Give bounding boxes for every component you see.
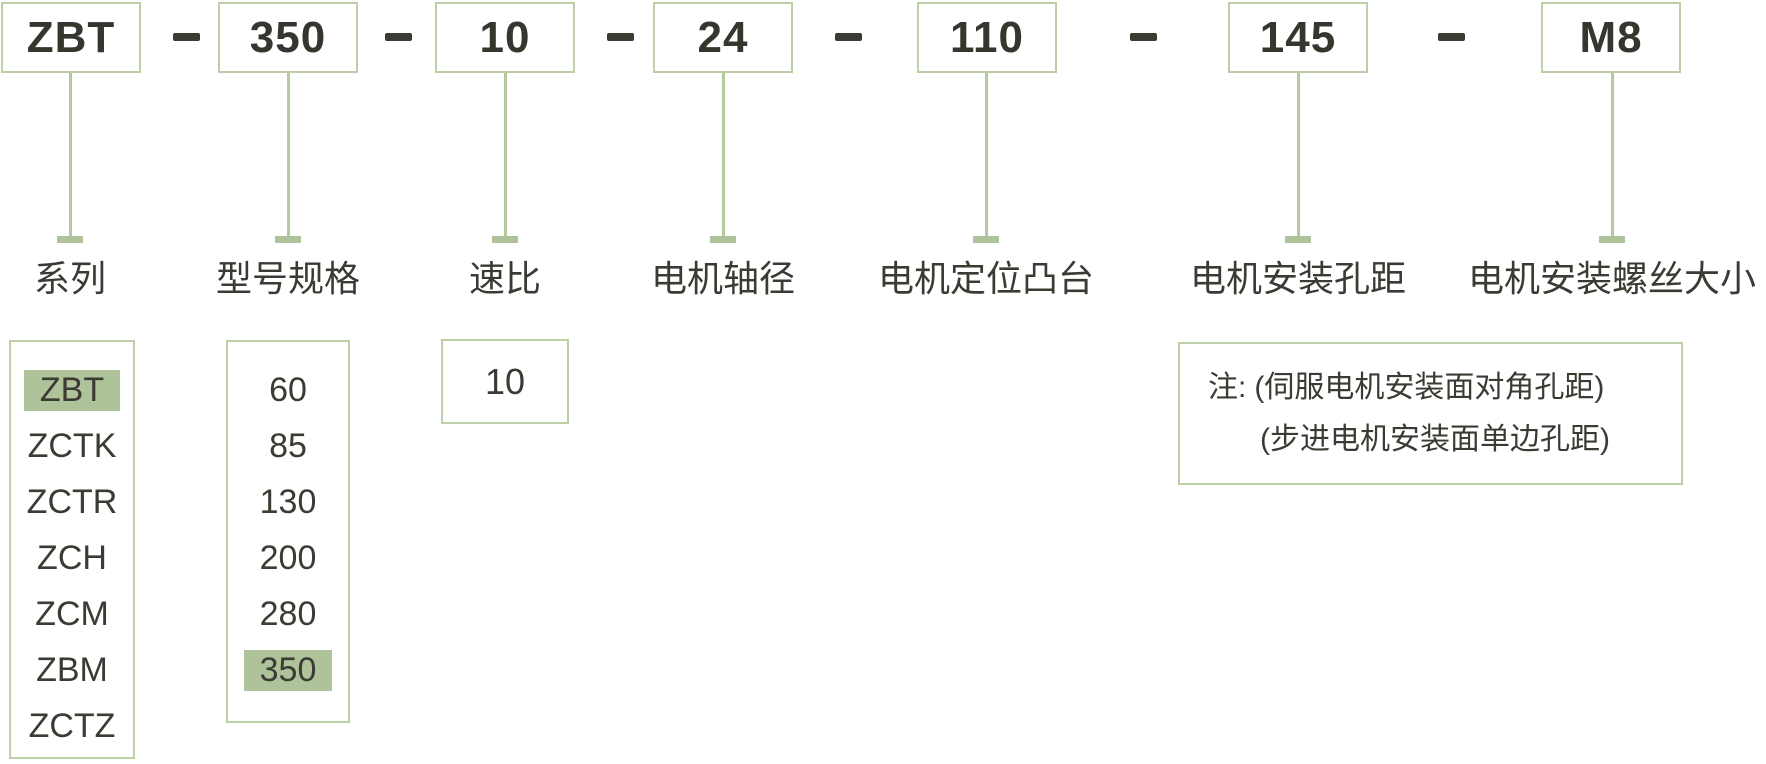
- label-ratio: 速比: [468, 258, 542, 299]
- series-option-zctz: ZCTZ: [28, 706, 116, 745]
- connector-tick: [1285, 236, 1311, 243]
- spec-option-280: 280: [259, 594, 317, 633]
- spec-option-350: 350: [244, 642, 332, 698]
- connector-line: [503, 73, 507, 237]
- series-option-zbt: ZBT: [24, 362, 120, 418]
- note-text-servo: (伺服电机安装面对角孔距): [1254, 370, 1605, 404]
- series-option-zch: ZCH: [37, 538, 107, 577]
- dash-separator: [1438, 33, 1465, 41]
- series-option-zctk: ZCTK: [27, 426, 117, 465]
- note-panel: 注: (伺服电机安装面对角孔距) (步进电机安装面单边孔距): [1178, 342, 1683, 485]
- connector-line: [984, 73, 988, 237]
- code-segment-model-spec: 350: [218, 2, 358, 73]
- ratio-option-10: 10: [484, 360, 526, 402]
- code-segment-ratio: 10: [435, 2, 575, 73]
- connector-tick: [275, 236, 301, 243]
- code-segment-pilot-boss: 110: [917, 2, 1057, 73]
- connector-tick: [710, 236, 736, 243]
- connector-line: [721, 73, 725, 237]
- code-segment-series: ZBT: [1, 2, 141, 73]
- dash-separator: [385, 33, 412, 41]
- label-screw-size: 电机安装螺丝大小: [1467, 258, 1757, 299]
- connector-line: [68, 73, 72, 237]
- label-pilot-boss: 电机定位凸台: [877, 258, 1095, 299]
- code-segment-screw-size: M8: [1541, 2, 1681, 73]
- label-model-spec: 型号规格: [215, 258, 361, 299]
- series-options-panel: ZBT ZCTK ZCTR ZCH ZCM ZBM ZCTZ: [9, 340, 135, 759]
- dash-separator: [1130, 33, 1157, 41]
- label-series: 系列: [33, 258, 107, 299]
- code-segment-hole-dist: 145: [1228, 2, 1368, 73]
- spec-option-85: 85: [269, 426, 307, 465]
- dash-separator: [607, 33, 634, 41]
- spec-option-60: 60: [269, 370, 307, 409]
- series-option-zcm: ZCM: [35, 594, 109, 633]
- spec-option-200: 200: [259, 538, 317, 577]
- connector-line: [286, 73, 290, 237]
- label-shaft-dia: 电机轴径: [650, 258, 796, 299]
- series-option-zctr: ZCTR: [26, 482, 118, 521]
- code-segment-shaft-dia: 24: [653, 2, 793, 73]
- connector-tick: [492, 236, 518, 243]
- connector-tick: [57, 236, 83, 243]
- dash-separator: [835, 33, 862, 41]
- connector-line: [1610, 73, 1614, 237]
- note-line-servo: 注: (伺服电机安装面对角孔距): [1208, 370, 1681, 404]
- note-prefix: 注:: [1208, 370, 1247, 404]
- spec-option-130: 130: [259, 482, 317, 521]
- series-option-zbm: ZBM: [36, 650, 108, 689]
- connector-line: [1296, 73, 1300, 237]
- connector-tick: [1599, 236, 1625, 243]
- dash-separator: [173, 33, 200, 41]
- connector-tick: [973, 236, 999, 243]
- note-line-stepper: (步进电机安装面单边孔距): [1260, 422, 1610, 456]
- ratio-options-panel: 10: [441, 339, 569, 424]
- label-hole-dist: 电机安装孔距: [1189, 258, 1407, 299]
- model-spec-options-panel: 60 85 130 200 280 350: [226, 340, 350, 723]
